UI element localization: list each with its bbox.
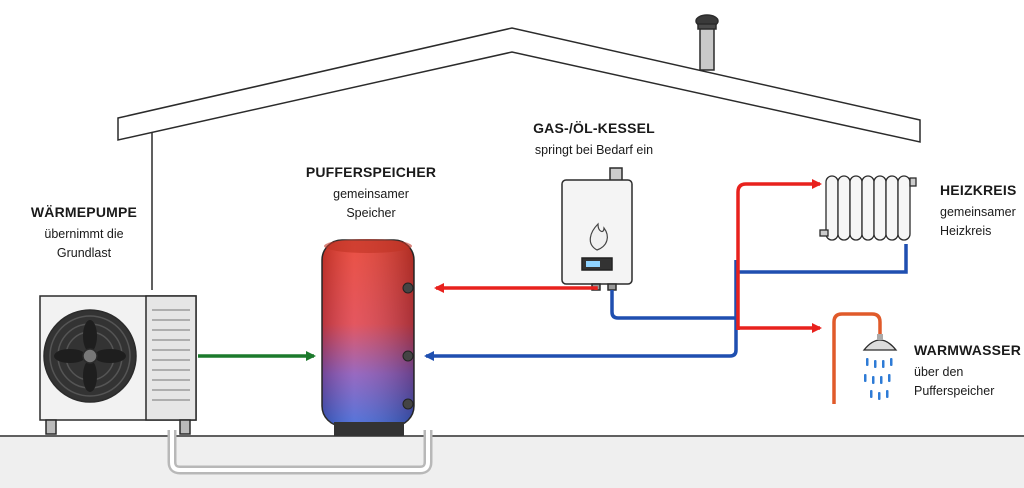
tank-port-bottom — [402, 398, 414, 410]
heating-circuit-description-line1: gemeinsamer — [940, 205, 1016, 219]
fan-icon — [54, 320, 126, 392]
heating-circuit-title: HEIZKREIS — [940, 182, 1017, 198]
hot-water-description-line1: über den — [914, 365, 964, 379]
hot-water-title: WARMWASSER — [914, 342, 1021, 358]
heating-supply-pipe — [736, 179, 822, 330]
heat-pump-description-line2: Grundlast — [56, 246, 112, 260]
boiler-supply-pipe — [434, 283, 598, 293]
chimney — [695, 14, 719, 71]
ground — [0, 435, 1024, 488]
boiler-title: GAS-/ÖL-KESSEL — [533, 120, 655, 136]
heating-circuit-label: HEIZKREIS gemeinsamer Heizkreis — [940, 182, 1024, 241]
shower-head-icon — [862, 339, 898, 351]
heat-pump-label: WÄRMEPUMPE übernimmt die Grundlast — [4, 204, 164, 263]
heat-pump-description-line1: übernimmt die — [44, 227, 124, 241]
buffer-tank — [321, 239, 415, 436]
tank-port-middle — [402, 350, 414, 362]
tank-port-top — [402, 282, 414, 294]
buffer-description-line1: gemeinsamer — [333, 187, 409, 201]
buffer-description-line2: Speicher — [346, 206, 396, 220]
roof — [117, 27, 921, 143]
gas-oil-boiler — [561, 167, 633, 291]
buffer-title: PUFFERSPEICHER — [305, 164, 437, 180]
heat-pump-title: WÄRMEPUMPE — [30, 204, 138, 220]
heat-pump-description: übernimmt die Grundlast — [4, 225, 164, 263]
hot-water-label: WARMWASSER über den Pufferspeicher — [914, 342, 1022, 401]
boiler-description-line1: springt bei Bedarf ein — [534, 143, 654, 157]
heat-pump-unit — [39, 295, 197, 435]
flame-icon — [589, 222, 608, 251]
buffer-label: PUFFERSPEICHER gemeinsamer Speicher — [286, 164, 456, 223]
radiator — [819, 175, 917, 241]
hot-water-description-line2: Pufferspeicher — [914, 384, 995, 398]
shower — [832, 312, 898, 404]
tank-return-pipe — [424, 260, 738, 361]
hot-water-description: über den Pufferspeicher — [914, 363, 1022, 401]
house-outline — [117, 14, 921, 290]
water-drops-icon — [864, 358, 893, 400]
boiler-description: springt bei Bedarf ein — [504, 141, 684, 160]
heating-circuit-description: gemeinsamer Heizkreis — [940, 203, 1024, 241]
buffer-description: gemeinsamer Speicher — [286, 185, 456, 223]
boiler-return-pipe — [610, 290, 736, 320]
heating-circuit-description-line2: Heizkreis — [940, 224, 992, 238]
boiler-label: GAS-/ÖL-KESSEL springt bei Bedarf ein — [504, 120, 684, 160]
